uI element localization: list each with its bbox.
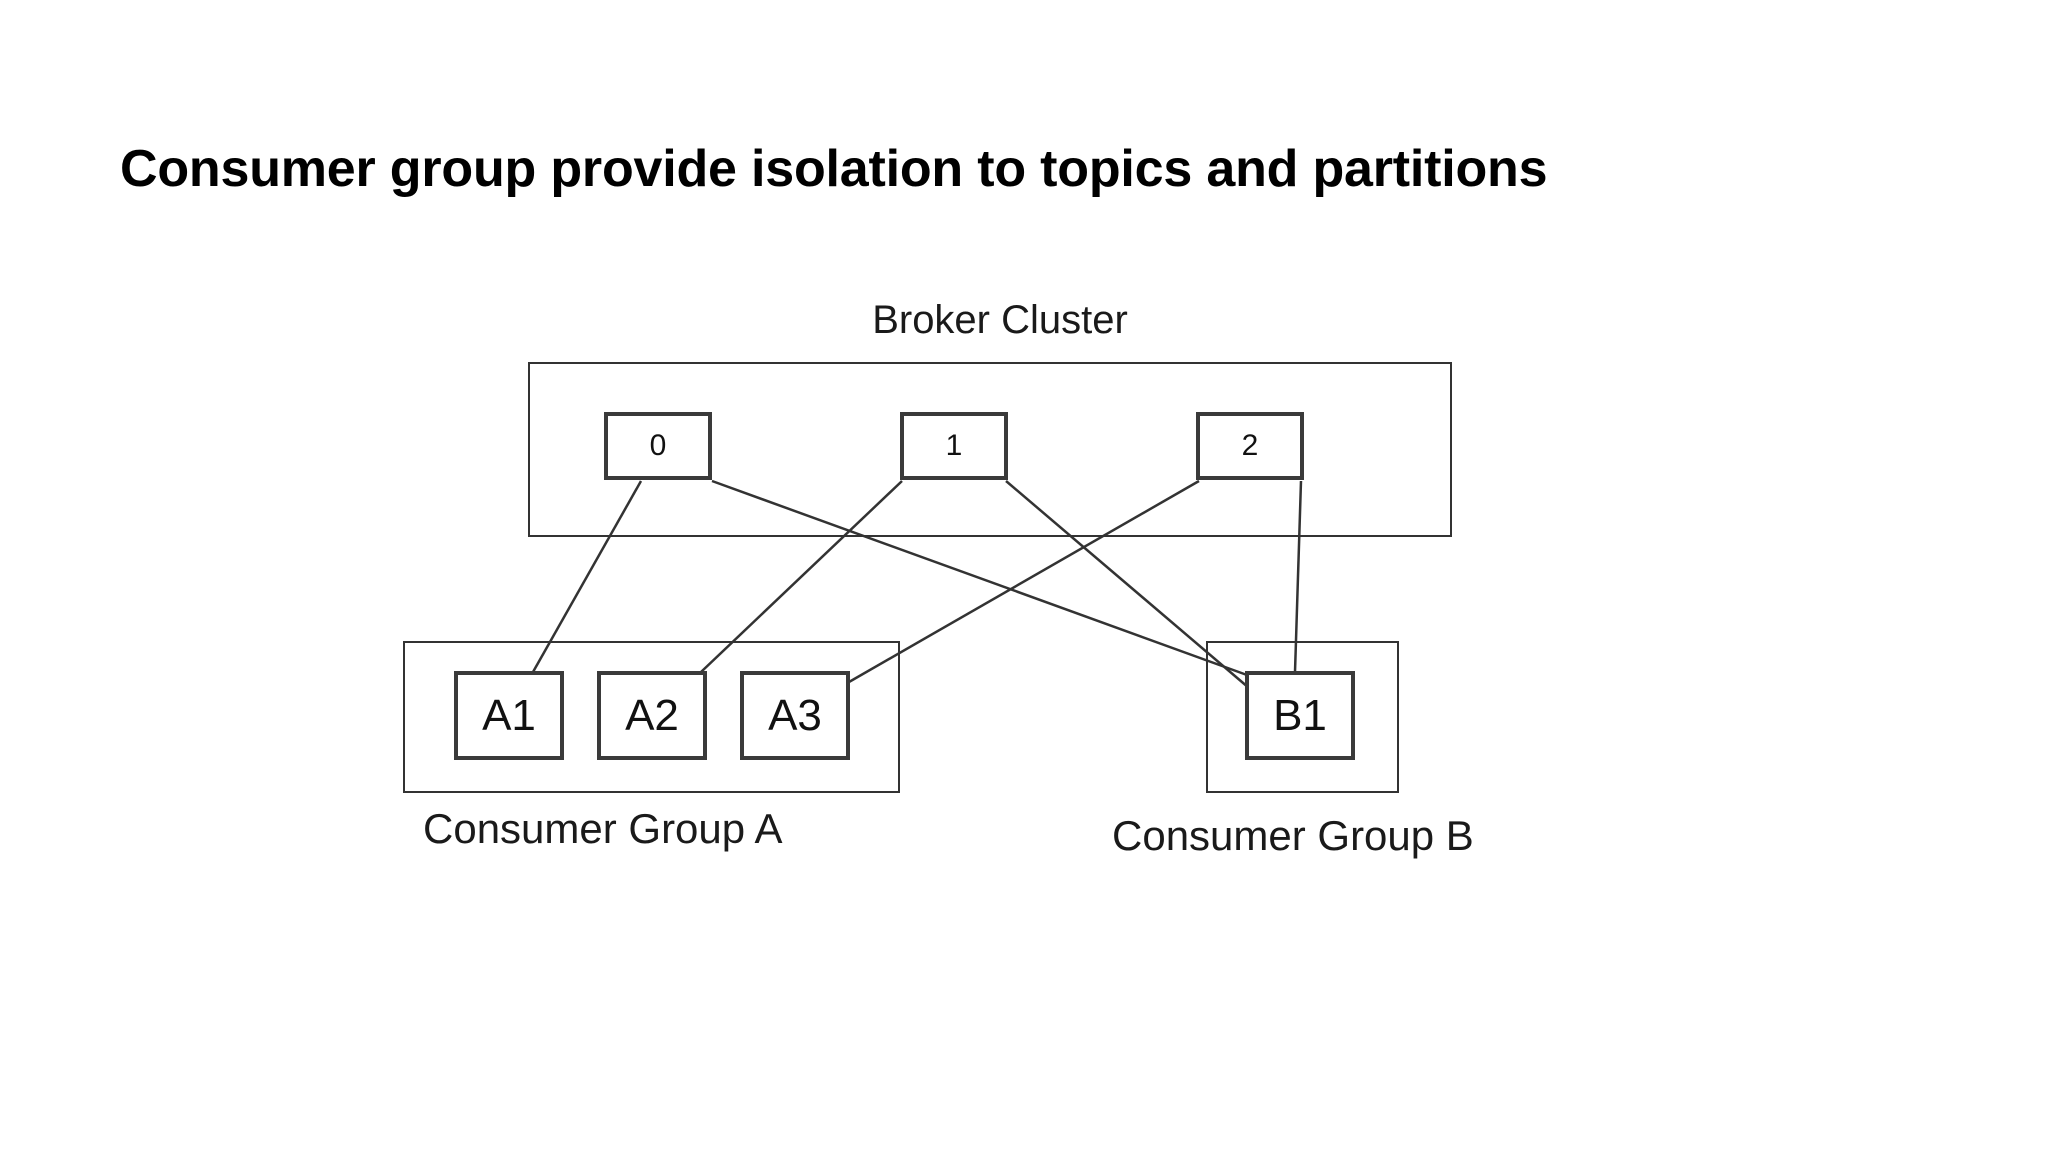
partition-label-0: 0	[649, 429, 667, 462]
consumer-group-a-box	[403, 641, 900, 793]
consumer-group-b-label: Consumer Group B	[1112, 812, 1474, 859]
broker-cluster-label: Broker Cluster	[872, 298, 1128, 342]
consumer-label-a3: A3	[768, 690, 822, 740]
broker-cluster-box	[528, 362, 1452, 537]
consumer-group-b-box	[1206, 641, 1399, 793]
consumer-box-a1[interactable]: A1	[454, 671, 564, 760]
partition-box-2[interactable]: 2	[1196, 412, 1304, 480]
partition-box-1[interactable]: 1	[900, 412, 1008, 480]
consumer-label-a1: A1	[482, 690, 536, 740]
consumer-label-b1: B1	[1273, 690, 1327, 740]
partition-label-1: 1	[945, 429, 963, 462]
consumer-box-b1[interactable]: B1	[1245, 671, 1355, 760]
partition-box-0[interactable]: 0	[604, 412, 712, 480]
page-title: Consumer group provide isolation to topi…	[120, 140, 1548, 198]
partition-label-2: 2	[1241, 429, 1259, 462]
consumer-group-a-label: Consumer Group A	[423, 805, 783, 852]
consumer-box-a2[interactable]: A2	[597, 671, 707, 760]
consumer-box-a3[interactable]: A3	[740, 671, 850, 760]
consumer-label-a2: A2	[625, 690, 679, 740]
